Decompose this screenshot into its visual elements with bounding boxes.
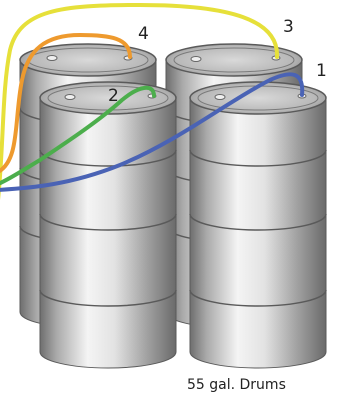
hose-3-label: 3 xyxy=(283,17,294,37)
bung-hole-icon xyxy=(214,94,226,100)
bung-hole-icon xyxy=(46,55,58,61)
drum-front-left xyxy=(39,81,177,369)
bung-hole-icon xyxy=(190,56,202,62)
drum-front-right xyxy=(189,81,327,369)
hose-4 xyxy=(0,32,132,174)
hose-2 xyxy=(0,85,156,186)
hose-3 xyxy=(0,2,280,201)
hose-4-label: 4 xyxy=(138,24,149,44)
hose-1 xyxy=(0,72,305,192)
hose-2-label: 2 xyxy=(108,86,119,106)
caption: 55 gal. Drums xyxy=(187,377,286,393)
hose-1-label: 1 xyxy=(316,61,327,81)
bung-hole-icon xyxy=(64,94,76,100)
